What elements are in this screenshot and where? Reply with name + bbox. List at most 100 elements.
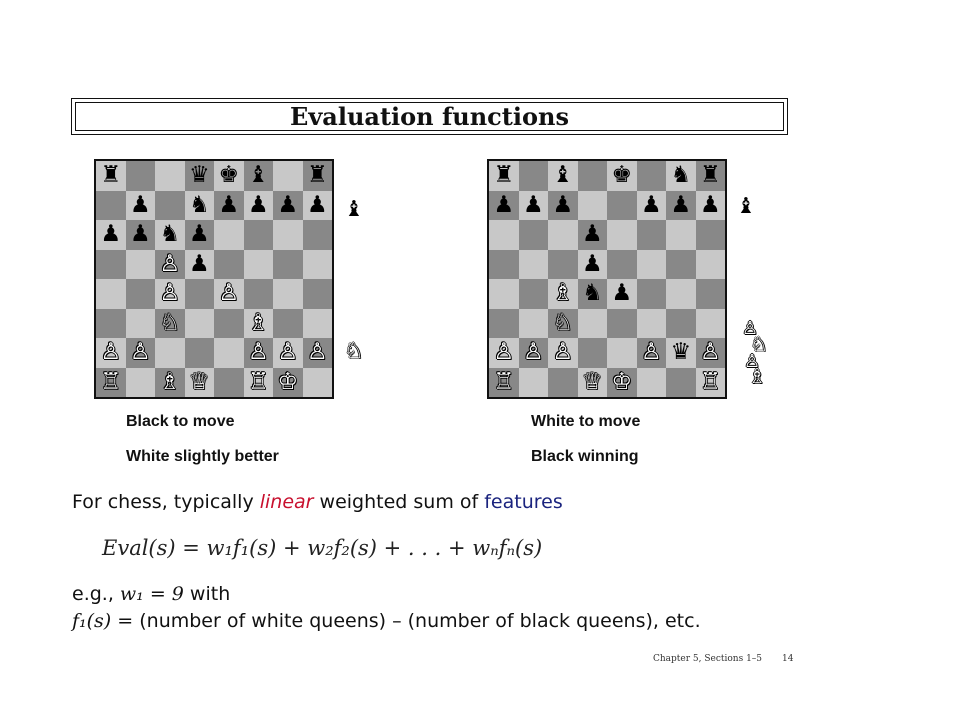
board-square	[577, 338, 607, 368]
board-square	[695, 279, 725, 309]
white-rook-piece: ♖	[96, 367, 126, 397]
white-pawn-piece: ♙	[96, 338, 126, 368]
black-pawn-piece: ♟	[518, 190, 548, 220]
black-bishop-piece: ♝	[548, 161, 578, 191]
board-square	[695, 220, 725, 250]
white-bishop-piece: ♗	[243, 308, 273, 338]
board-square	[666, 367, 696, 397]
page-number: 14	[782, 654, 794, 664]
board-square	[489, 220, 519, 250]
intro-mid: weighted sum of	[313, 491, 485, 513]
board-square	[243, 279, 273, 309]
captured-white-bishop-right: ♗	[748, 364, 766, 388]
board-square	[273, 249, 303, 279]
board-square	[666, 308, 696, 338]
white-pawn-piece: ♙	[695, 338, 725, 368]
board-square	[489, 308, 519, 338]
black-king-piece: ♚	[607, 161, 637, 191]
white-pawn-piece: ♙	[273, 338, 303, 368]
board-square	[489, 249, 519, 279]
captured-black-bishop-right: ♝	[736, 194, 756, 219]
white-pawn-piece: ♙	[125, 338, 155, 368]
board-square	[96, 249, 126, 279]
intro-linear: linear	[259, 491, 314, 513]
left-board-eval-label: White slightly better	[126, 448, 279, 465]
board-square	[155, 190, 185, 220]
black-pawn-piece: ♟	[125, 220, 155, 250]
captured-white-pawn-right-2: ♙	[744, 351, 761, 372]
board-square	[518, 308, 548, 338]
captured-white-knight-left: ♘	[344, 339, 364, 364]
white-rook-piece: ♖	[489, 367, 519, 397]
black-pawn-piece: ♟	[577, 249, 607, 279]
board-square	[577, 190, 607, 220]
board-square	[155, 161, 185, 191]
intro-features: features	[484, 491, 563, 513]
board-square	[548, 249, 578, 279]
board-square	[125, 161, 155, 191]
board-square	[518, 161, 548, 191]
black-pawn-piece: ♟	[489, 190, 519, 220]
board-square	[489, 279, 519, 309]
board-square	[548, 220, 578, 250]
black-queen-piece: ♛	[666, 338, 696, 368]
example-line: e.g., w₁ = 9 with	[72, 583, 230, 605]
board-square	[96, 190, 126, 220]
slide-title: Evaluation functions	[75, 102, 784, 131]
board-square	[125, 367, 155, 397]
white-pawn-piece: ♙	[489, 338, 519, 368]
board-square	[243, 249, 273, 279]
board-square	[695, 249, 725, 279]
board-square	[302, 249, 332, 279]
white-pawn-piece: ♙	[518, 338, 548, 368]
f1-math: f₁(s) =	[72, 610, 140, 632]
eval-formula: Eval(s) = w₁f₁(s) + w₂f₂(s) + . . . + wₙ…	[102, 536, 543, 560]
white-bishop-piece: ♗	[548, 279, 578, 309]
black-queen-piece: ♛	[184, 161, 214, 191]
black-bishop-piece: ♝	[243, 161, 273, 191]
eg-math: w₁ = 9	[119, 583, 184, 605]
board-square	[518, 249, 548, 279]
board-square	[548, 367, 578, 397]
board-square	[125, 308, 155, 338]
board-square	[695, 308, 725, 338]
black-knight-piece: ♞	[577, 279, 607, 309]
white-knight-piece: ♘	[548, 308, 578, 338]
board-square	[243, 220, 273, 250]
board-square	[518, 367, 548, 397]
board-square	[273, 161, 303, 191]
board-square	[96, 279, 126, 309]
board-square	[636, 308, 666, 338]
board-square	[577, 308, 607, 338]
board-square	[636, 220, 666, 250]
black-rook-piece: ♜	[302, 161, 332, 191]
board-square	[214, 249, 244, 279]
f1-text: (number of white queens) – (number of bl…	[139, 610, 701, 632]
captured-white-knight-right: ♘	[750, 332, 768, 356]
board-square	[607, 249, 637, 279]
board-square	[666, 279, 696, 309]
white-pawn-piece: ♙	[548, 338, 578, 368]
board-square	[273, 308, 303, 338]
feature-definition-line: f₁(s) = (number of white queens) – (numb…	[72, 610, 701, 632]
board-square	[607, 308, 637, 338]
black-rook-piece: ♜	[489, 161, 519, 191]
board-square	[214, 308, 244, 338]
white-knight-piece: ♘	[155, 308, 185, 338]
white-king-piece: ♔	[273, 367, 303, 397]
captured-white-pawn-right-1: ♙	[742, 318, 759, 339]
black-pawn-piece: ♟	[577, 220, 607, 250]
black-pawn-piece: ♟	[96, 220, 126, 250]
chess-board-right: ♜♝♚♞♜♟♟♟♟♟♟♟♟♗♞♟♘♙♙♙♙♛♙♖♕♔♖	[487, 159, 727, 399]
board-square	[302, 308, 332, 338]
intro-pre: For chess, typically	[72, 491, 260, 513]
black-pawn-piece: ♟	[273, 190, 303, 220]
board-square	[125, 279, 155, 309]
left-board-turn-label: Black to move	[126, 413, 235, 430]
board-square	[636, 161, 666, 191]
chess-board-left: ♜♛♚♝♜♟♞♟♟♟♟♟♟♞♟♙♟♙♙♘♗♙♙♙♙♙♖♗♕♖♔	[94, 159, 334, 399]
board-square	[636, 279, 666, 309]
board-square	[214, 338, 244, 368]
board-square	[302, 279, 332, 309]
